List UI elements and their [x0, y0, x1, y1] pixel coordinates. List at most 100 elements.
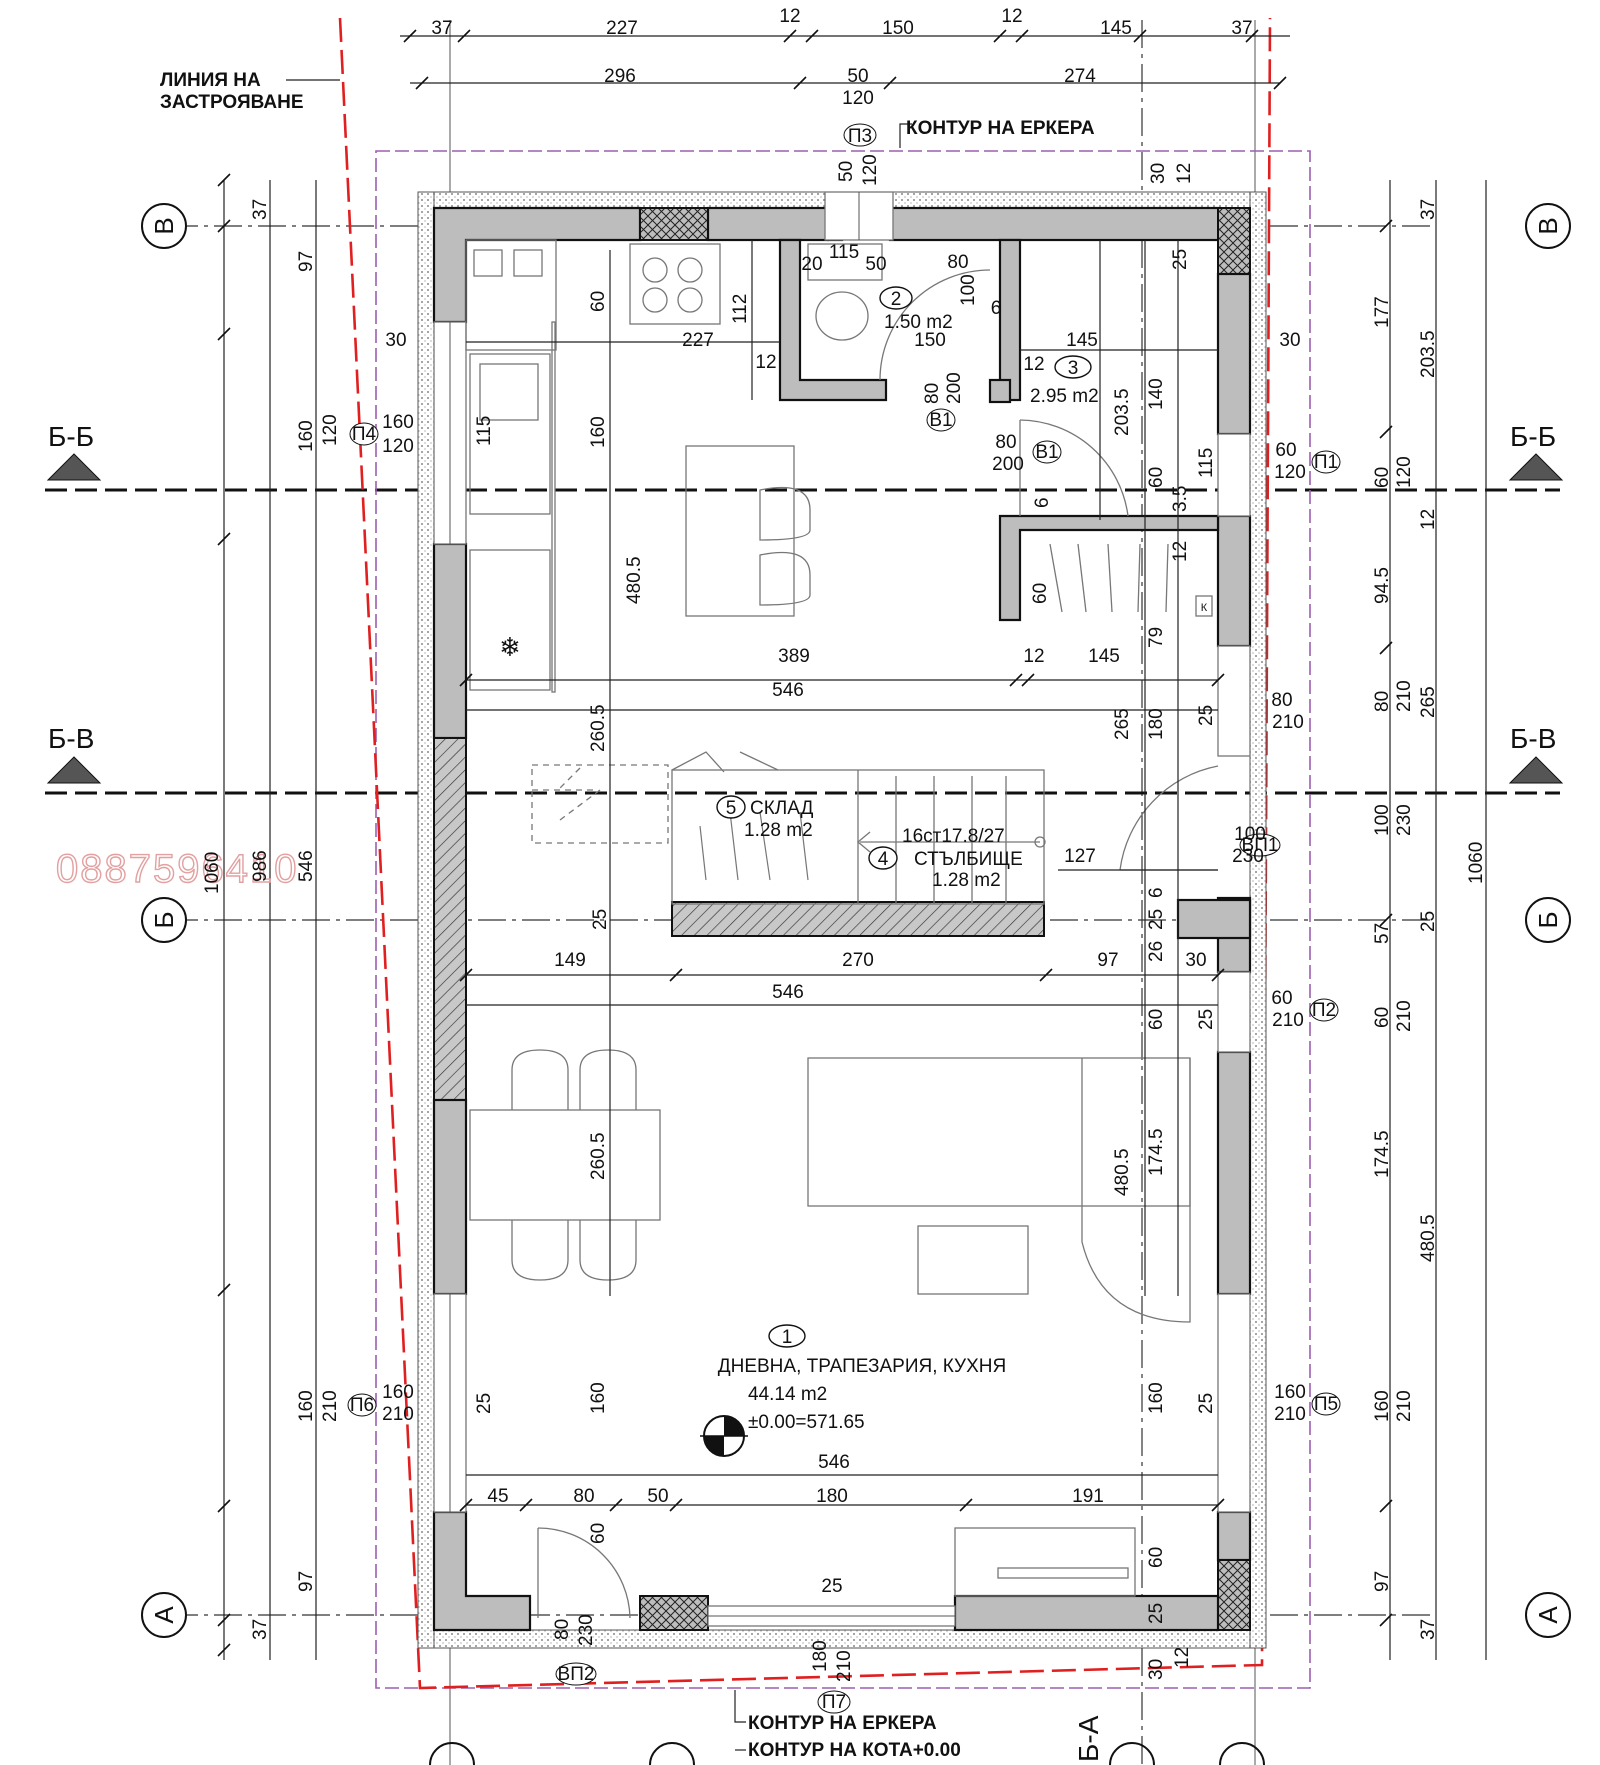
dim: 210 [1394, 1000, 1415, 1032]
dim: 25 [1196, 705, 1217, 726]
dim: 37 [250, 1619, 271, 1640]
dim: 100 [1234, 824, 1266, 845]
dim: 160 [382, 412, 414, 433]
room-tags: 1 ДНЕВНА, ТРАПЕЗАРИЯ, КУХНЯ 44.14 m2 ±0.… [700, 286, 1099, 1457]
dim: 127 [1064, 846, 1096, 867]
dim: 546 [772, 680, 804, 701]
room-5-number: 5 [726, 798, 737, 819]
dim: 60 [1146, 467, 1167, 488]
dim: 200 [992, 454, 1024, 475]
level-marker-icon [700, 1415, 748, 1457]
dim: 3.5 [1170, 486, 1191, 512]
dim: 174.5 [1372, 1130, 1393, 1178]
snowflake-icon: ❄ [499, 632, 521, 662]
dim: 160 [588, 1382, 609, 1414]
dim: 12 [1170, 541, 1191, 562]
dimension-ticks [217, 29, 1393, 1657]
dim: 260.5 [588, 704, 609, 752]
dim: 80 [947, 252, 968, 273]
dim: 480.5 [1112, 1148, 1133, 1196]
dim: 160 [1274, 1382, 1306, 1403]
dim: 37 [1231, 18, 1252, 39]
dim: 160 [1146, 1382, 1167, 1414]
section-cut-lines [45, 488, 1560, 795]
dim: 120 [320, 414, 341, 446]
dim: 30 [1279, 330, 1300, 351]
axis-v-right: В [1533, 217, 1563, 234]
dim: 227 [606, 18, 638, 39]
dim: 97 [1097, 950, 1118, 971]
dim: 25 [1196, 1009, 1217, 1030]
dim: 25 [1146, 1603, 1167, 1624]
axis-b-left: Б [149, 911, 179, 928]
dim: 210 [1394, 1390, 1415, 1422]
section-bb-left: Б-Б [48, 421, 94, 452]
dim: 230 [1394, 804, 1415, 836]
opening-p4: П4 [352, 424, 377, 445]
dimension-lines [223, 35, 1487, 1660]
dim: 80 [922, 383, 943, 404]
opening-p7: П7 [822, 1692, 846, 1713]
build-line-label-2: ЗАСТРОЯВАНЕ [160, 92, 304, 113]
dim: 60 [588, 1523, 609, 1544]
dim: 100 [958, 274, 979, 306]
room-3-number: 3 [1068, 358, 1079, 379]
annotations: ЛИНИЯ НА ЗАСТРОЯВАНЕ КОНТУР НА ЕРКЕРА КО… [55, 70, 1095, 1761]
dim: 80 [552, 1619, 573, 1640]
dim: 57 [1372, 923, 1393, 944]
dim: 480.5 [624, 556, 645, 604]
dim: 546 [296, 850, 317, 882]
dim: 120 [382, 436, 414, 457]
dim: 160 [588, 416, 609, 448]
dim: 37 [1418, 1619, 1439, 1640]
dim: 60 [1271, 988, 1292, 1009]
dim: 6 [1146, 887, 1167, 898]
dim: 112 [730, 294, 751, 324]
dim: 60 [1372, 467, 1393, 488]
opening-tags: П3 П4 П1 П2 П5 П6 П7 В1 В1 ВП1 ВП2 [347, 123, 1341, 1714]
dim: 12 [1172, 1647, 1193, 1668]
exterior-insulation [417, 191, 1267, 1649]
dim: 60 [1372, 1007, 1393, 1028]
dim: 120 [1274, 462, 1306, 483]
dim: 160 [296, 420, 317, 452]
dim: 203.5 [1418, 330, 1439, 378]
dim: 115 [1196, 448, 1217, 478]
dim: 97 [296, 251, 317, 272]
dim: 97 [1372, 1571, 1393, 1592]
door-swings [537, 269, 1219, 1619]
dim: 480.5 [1418, 1214, 1439, 1262]
dim: 12 [1023, 354, 1044, 375]
dim: 180 [1146, 708, 1167, 740]
opening-vp2: ВП2 [558, 1664, 595, 1685]
axis-v-left: В [149, 217, 179, 234]
dim: 25 [821, 1576, 842, 1597]
dim: 210 [382, 1404, 414, 1425]
dim: 60 [1030, 583, 1051, 604]
dim: 37 [431, 18, 452, 39]
ground-contour-label: КОНТУР НА КОТА+0.00 [748, 1740, 961, 1761]
axis-a-right: А [1533, 1606, 1563, 1624]
furniture: ❄ К [465, 239, 1213, 1597]
dim: 260.5 [588, 1132, 609, 1180]
axis-b-right: Б [1533, 911, 1563, 928]
dim: 30 [385, 330, 406, 351]
room-4-area: 1.28 m2 [932, 870, 1001, 891]
dim: 210 [1274, 1404, 1306, 1425]
opening-p2: П2 [1312, 1000, 1336, 1021]
dim: 227 [682, 330, 714, 351]
dim: 50 [836, 161, 857, 182]
room-4-name: СТЪЛБИЩЕ [914, 849, 1023, 870]
dim: 200 [944, 372, 965, 404]
dim: 50 [847, 66, 868, 87]
dim: 25 [474, 1393, 495, 1414]
opening-b1-a: В1 [929, 410, 952, 431]
level-mark: ±0.00=571.65 [748, 1412, 865, 1433]
opening-b1-b: В1 [1035, 442, 1058, 463]
dim: 160 [1372, 1390, 1393, 1422]
dim: 150 [882, 18, 914, 39]
dim: 210 [1272, 712, 1304, 733]
room-1-area: 44.14 m2 [748, 1384, 827, 1405]
room-5-area: 1.28 m2 [744, 820, 813, 841]
dim: 12 [755, 352, 776, 373]
